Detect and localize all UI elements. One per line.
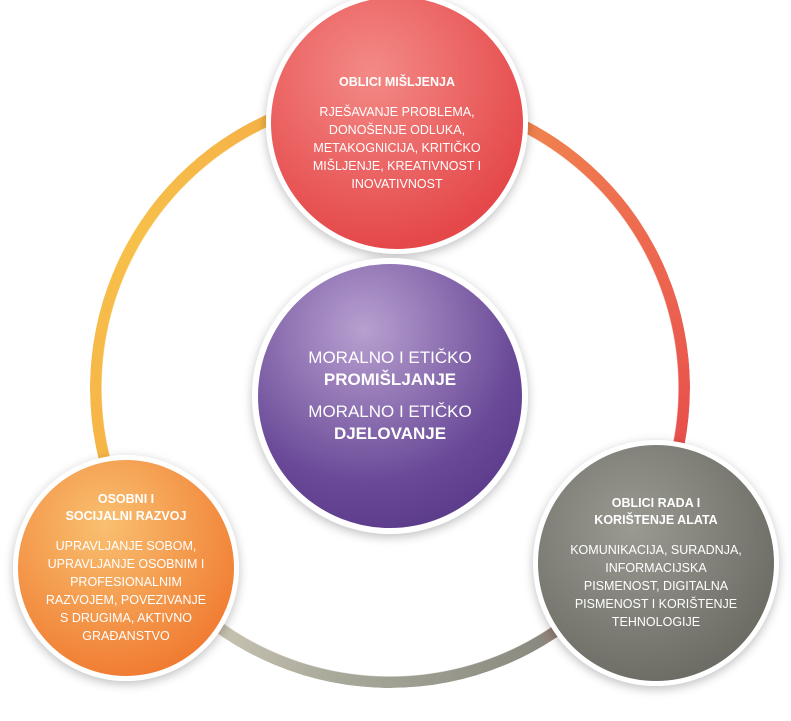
node-oblici-rada: OBLICI RADA I KORIŠTENJE ALATA KOMUNIKAC… (533, 440, 779, 686)
node-title: OBLICI MIŠLJENJA (339, 74, 455, 89)
center-line1-bold: PROMIŠLJANJE (323, 370, 457, 389)
center-line1: MORALNO I ETIČKO (308, 348, 472, 367)
node-title: OBLICI RADA I KORIŠTENJE ALATA (594, 496, 718, 527)
center-line2: MORALNO I ETIČKO (308, 402, 472, 421)
node-osobni-socijalni-razvoj: OSOBNI I SOCIJALNI RAZVOJ UPRAVLJANJE SO… (13, 455, 239, 681)
node-body: UPRAVLJANJE SOBOM, UPRAVLJANJE OSOBNIM I… (45, 539, 207, 643)
node-oblici-misljenja: OBLICI MIŠLJENJA RJEŠAVANJE PROBLEMA, DO… (266, 0, 528, 254)
node-body: RJEŠAVANJE PROBLEMA, DONOŠENJE ODLUKA, M… (312, 104, 482, 191)
node-body: KOMUNIKACIJA, SURADNJA, INFORMACIJSKA PI… (570, 543, 742, 629)
node-title: OSOBNI I SOCIJALNI RAZVOJ (65, 492, 187, 523)
center-line2-bold: DJELOVANJE (333, 424, 447, 443)
center-node: MORALNO I ETIČKO PROMIŠLJANJE MORALNO I … (252, 258, 528, 534)
